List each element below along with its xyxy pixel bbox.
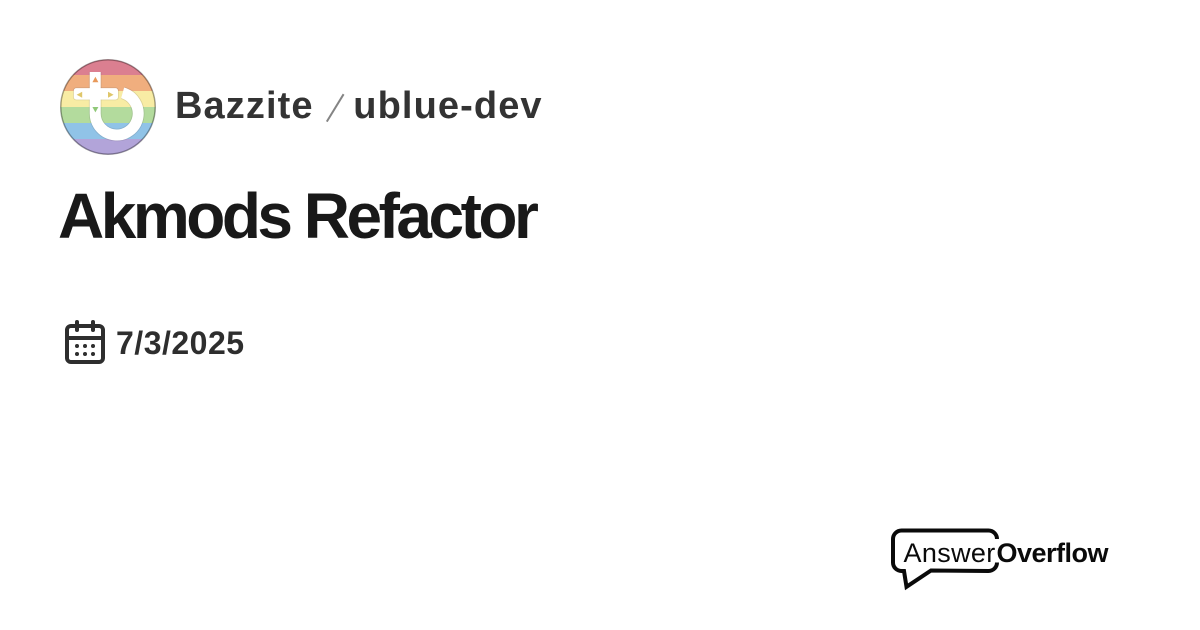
svg-text:Overflow: Overflow [997, 538, 1110, 568]
svg-text:Answer: Answer [904, 538, 996, 568]
